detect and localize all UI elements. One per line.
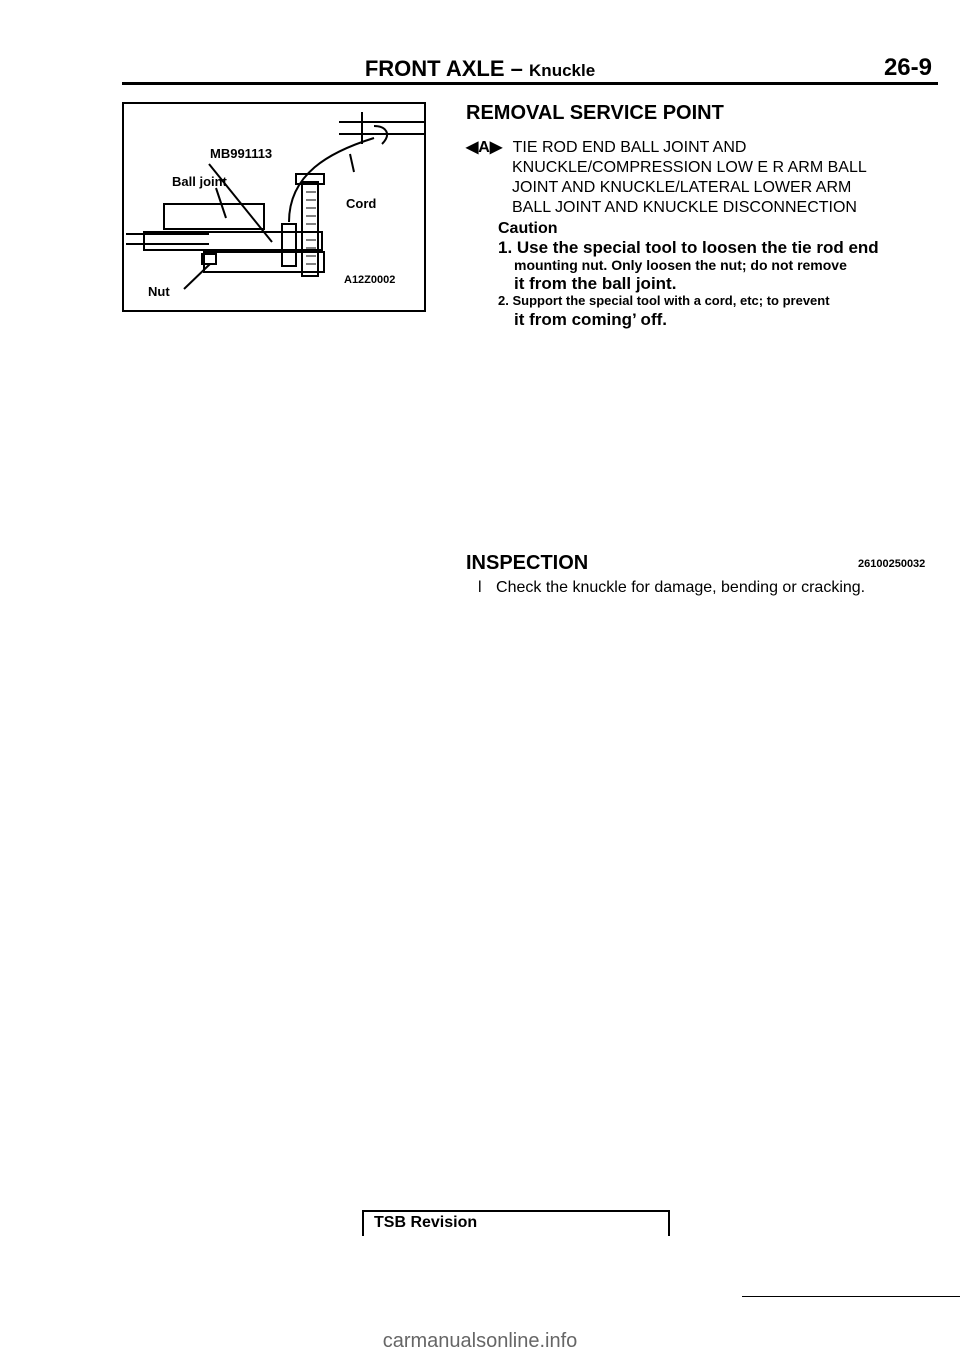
bottom-rule — [742, 1296, 960, 1297]
service-marker: ◀A▶ — [466, 139, 503, 156]
inspection-heading: INSPECTION — [466, 552, 589, 574]
label-figure-code: A12Z0002 — [344, 274, 396, 286]
tool-illustration — [126, 112, 424, 290]
step1-line-c: it from the ball joint. — [514, 274, 677, 293]
watermark: carmanualsonline.info — [382, 1330, 578, 1352]
removal-line1-text: TIE ROD END BALL JOINT AND — [512, 139, 747, 156]
page-header: FRONT AXLE – Knuckle — [0, 56, 960, 82]
step1-line-b: mounting nut. Only loosen the nut; do no… — [514, 257, 847, 273]
removal-line4: BALL JOINT AND KNUCKLE DISCONNECTION — [512, 199, 857, 216]
page-number: 26-9 — [883, 54, 932, 81]
figure-tool-diagram: MB991113 Ball joint Cord Nut A12Z0002 — [122, 102, 426, 312]
inspection-code: 26100250032 — [858, 558, 926, 570]
removal-line1: ◀A▶ TIE ROD END BALL JOINT AND — [466, 138, 746, 158]
label-ball-joint: Ball joint — [172, 174, 227, 189]
footer-box — [362, 1210, 670, 1236]
step2-line-b: it from coming’ off. — [514, 310, 667, 329]
label-cord: Cord — [346, 196, 377, 211]
inspection-text: Check the knuckle for damage, bending or… — [496, 579, 866, 596]
label-tool-number: MB991113 — [210, 146, 273, 161]
caution-label: Caution — [498, 220, 558, 237]
header-rule — [122, 82, 938, 85]
removal-line2: KNUCKLE/COMPRESSION LOW E R ARM BALL — [512, 159, 867, 176]
bullet-marker: l — [478, 579, 482, 596]
removal-line3: JOINT AND KNUCKLE/LATERAL LOWER ARM — [512, 179, 852, 196]
label-nut: Nut — [148, 284, 170, 299]
step2-line-a: 2. Support the special tool with a cord,… — [498, 293, 830, 308]
tsb-revision-label: TSB Revision — [374, 1214, 478, 1231]
removal-heading: REMOVAL SERVICE POINT — [466, 102, 724, 124]
header-title: FRONT AXLE – — [364, 56, 523, 81]
header-subtitle: Knuckle — [529, 61, 596, 80]
step1-line-a: 1. Use the special tool to loosen the ti… — [498, 238, 879, 257]
inspection-item: l Check the knuckle for damage, bending … — [478, 578, 865, 598]
